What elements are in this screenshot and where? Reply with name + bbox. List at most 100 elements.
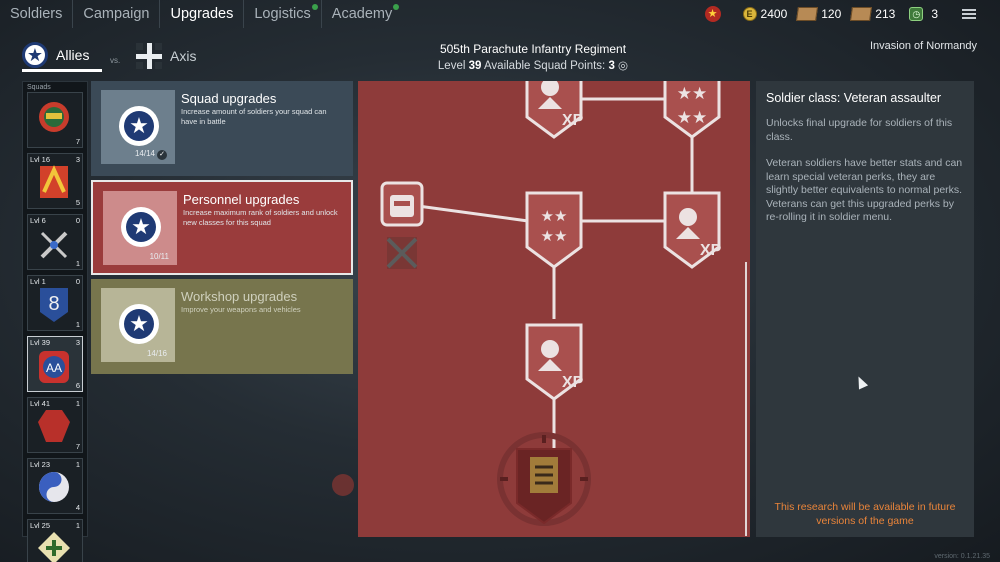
squad-size: 1 bbox=[75, 259, 80, 268]
squad-item[interactable]: Lvl 16 3 5 bbox=[27, 153, 83, 209]
squad-points: 1 bbox=[75, 460, 80, 469]
squad-points: 0 bbox=[75, 216, 80, 225]
faction-allies-tab[interactable]: ★ Allies bbox=[22, 40, 102, 72]
veteran-node-top: XP bbox=[525, 81, 584, 139]
upgrade-tree-graph: XP ★★ ★★ ★★ ★★ XP bbox=[380, 81, 722, 526]
squad-level: Lvl 23 bbox=[30, 460, 51, 469]
veteran-node-bottom: XP bbox=[525, 323, 584, 401]
svg-text:★★: ★★ bbox=[541, 207, 568, 225]
faction-axis-tab[interactable]: Axis bbox=[136, 40, 196, 72]
cards-a-value: 120 bbox=[821, 7, 842, 21]
progress-label: 14/14✓ bbox=[135, 149, 167, 160]
svg-text:XP: XP bbox=[700, 242, 722, 259]
workshop-progress: 14/16 bbox=[146, 349, 167, 358]
order-icon: ◷ bbox=[909, 7, 924, 21]
division-patch-icon: 8 bbox=[40, 288, 68, 322]
coin-icon: E bbox=[742, 7, 757, 21]
backpack-node bbox=[380, 181, 424, 227]
orders-counter[interactable]: ◷3 bbox=[909, 7, 938, 21]
orders-value: 3 bbox=[931, 7, 938, 21]
squad-points-label: Available Squad Points: bbox=[483, 60, 606, 72]
squad-item[interactable]: Lvl 1 0 8 1 bbox=[27, 275, 83, 331]
svg-text:★★: ★★ bbox=[541, 227, 568, 245]
squad-points: 3 bbox=[75, 338, 80, 347]
tab-academy[interactable]: Academy bbox=[322, 0, 402, 28]
personnel-progress: 10/11 bbox=[149, 252, 169, 261]
card-title: Personnel upgrades bbox=[183, 192, 300, 207]
tree-scrollbar[interactable] bbox=[745, 262, 747, 536]
squad-item[interactable]: Lvl 25 1 bbox=[27, 519, 83, 562]
regiment-level: 39 bbox=[468, 60, 482, 72]
rank-badge[interactable]: ★ bbox=[704, 6, 721, 22]
squad-size: 7 bbox=[75, 442, 80, 451]
division-patch-icon bbox=[38, 410, 70, 442]
axis-label: Axis bbox=[170, 48, 197, 64]
tab-logistics[interactable]: Logistics bbox=[244, 0, 322, 28]
squad-progress: 14/14 bbox=[134, 149, 155, 158]
axis-cross-icon bbox=[136, 43, 162, 69]
coins-value: 2400 bbox=[760, 7, 788, 21]
stars-node-top: ★★ ★★ bbox=[663, 81, 721, 139]
tab-campaign[interactable]: Campaign bbox=[73, 0, 161, 28]
squad-level: Lvl 6 bbox=[30, 216, 46, 225]
allies-star-icon: ★ bbox=[119, 304, 159, 344]
background-circle bbox=[332, 474, 354, 496]
svg-text:XP: XP bbox=[562, 112, 584, 129]
tab-upgrades[interactable]: Upgrades bbox=[160, 0, 245, 28]
svg-text:★★: ★★ bbox=[677, 108, 707, 128]
regiment-level-line: Level 39 Available Squad Points: 3 ◎ bbox=[380, 58, 686, 72]
locked-crossed-node bbox=[386, 237, 418, 269]
squad-item[interactable]: Lvl 41 1 7 bbox=[27, 397, 83, 453]
squad-size: 7 bbox=[75, 137, 80, 146]
menu-icon[interactable] bbox=[962, 9, 976, 19]
squad-level: Lvl 1 bbox=[30, 277, 46, 286]
squad-item[interactable]: Lvl 23 1 4 bbox=[27, 458, 83, 514]
squad-size: 4 bbox=[75, 503, 80, 512]
squad-size: 5 bbox=[75, 198, 80, 207]
squad-points-value: 3 bbox=[608, 60, 615, 72]
veteran-node-right: XP bbox=[663, 191, 722, 269]
squad-level: Lvl 25 bbox=[30, 521, 51, 530]
info-panel: Soldier class: Veteran assaulter Unlocks… bbox=[756, 81, 974, 537]
tab-logistics-label: Logistics bbox=[254, 6, 311, 22]
svg-text:8: 8 bbox=[48, 293, 59, 315]
campaign-name: Invasion of Normandy bbox=[870, 40, 977, 52]
division-patch-icon bbox=[40, 165, 68, 198]
svg-text:AA: AA bbox=[46, 361, 62, 375]
info-paragraph-1: Unlocks final upgrade for soldiers of th… bbox=[766, 117, 953, 143]
notification-dot bbox=[311, 4, 318, 10]
squad-item[interactable]: Lvl 6 0 1 bbox=[27, 214, 83, 270]
workshop-upgrades-thumb: ★ 14/16 bbox=[101, 288, 175, 362]
cards-a-counter[interactable]: 120 bbox=[796, 7, 842, 21]
personnel-upgrades-card[interactable]: ★ 10/11 Personnel upgrades Increase maxi… bbox=[91, 180, 353, 275]
version-label: version: 0.1.21.35 bbox=[934, 553, 990, 560]
stars-node-middle: ★★ ★★ bbox=[525, 191, 583, 269]
squad-points: 1 bbox=[75, 521, 80, 530]
squad-upgrades-card[interactable]: ★ 14/14✓ Squad upgrades Increase amount … bbox=[91, 81, 353, 176]
selected-assaulter-node bbox=[497, 432, 591, 526]
squad-points: 0 bbox=[75, 277, 80, 286]
personnel-upgrades-thumb: ★ 10/11 bbox=[103, 191, 177, 265]
personnel-upgrade-tree[interactable]: XP ★★ ★★ ★★ ★★ XP bbox=[358, 81, 750, 537]
workshop-upgrades-card[interactable]: ★ 14/16 Workshop upgrades Improve your w… bbox=[91, 279, 353, 374]
allies-label: Allies bbox=[56, 46, 90, 63]
soldier-card-icon bbox=[850, 7, 873, 21]
svg-text:★★: ★★ bbox=[677, 84, 707, 104]
squad-size: 1 bbox=[75, 320, 80, 329]
info-title: Soldier class: Veteran assaulter bbox=[766, 91, 942, 105]
cards-b-value: 213 bbox=[875, 7, 896, 21]
airborne-patch-icon: AA bbox=[39, 351, 69, 383]
division-patch-icon bbox=[40, 231, 68, 259]
tab-soldiers[interactable]: Soldiers bbox=[0, 0, 74, 28]
division-patch-icon bbox=[38, 532, 70, 562]
squad-points: 3 bbox=[75, 155, 80, 164]
cards-b-counter[interactable]: 213 bbox=[850, 7, 896, 21]
star-badge-icon: ★ bbox=[704, 6, 721, 22]
squads-list[interactable]: Squads 7 Lvl 16 3 5 Lvl 6 0 1 Lvl 1 0 8 … bbox=[22, 81, 88, 562]
squad-item-selected[interactable]: Lvl 39 3 AA 6 bbox=[27, 336, 83, 392]
squad-item[interactable]: 7 bbox=[27, 92, 83, 148]
check-icon: ✓ bbox=[157, 150, 167, 160]
card-description: Increase amount of soldiers your squad c… bbox=[181, 107, 327, 126]
